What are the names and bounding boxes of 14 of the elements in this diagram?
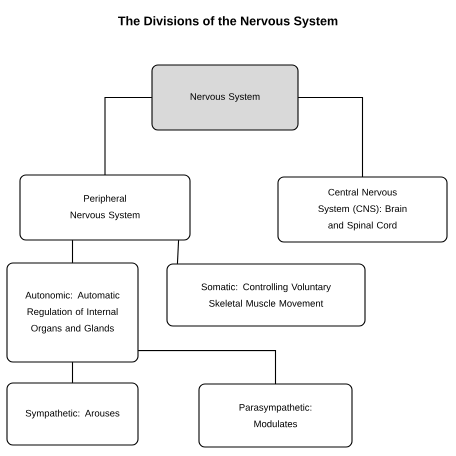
root-box: Nervous System bbox=[151, 64, 299, 131]
connector-line bbox=[176, 240, 180, 264]
connector-line bbox=[138, 350, 276, 384]
title: The Divisions of the Nervous System bbox=[118, 16, 338, 28]
connector-line bbox=[298, 96, 364, 176]
category-box: Sympathetic: Arouses bbox=[6, 382, 139, 446]
category-box: Somatic: Controlling Voluntary Skeletal Muscle Movement bbox=[166, 263, 366, 327]
category-box: Autonomic: Automatic Regulation of Internal Organs and Glands bbox=[6, 262, 139, 363]
connector-line bbox=[72, 240, 74, 262]
category-box: Parasympathetic: Modulates bbox=[198, 383, 353, 448]
connector-line bbox=[72, 362, 74, 382]
category-box: Peripheral Nervous System bbox=[19, 174, 191, 241]
category-box: Central Nervous System (CNS): Brain and Spinal Cord bbox=[277, 176, 448, 243]
connector-line bbox=[104, 96, 152, 174]
